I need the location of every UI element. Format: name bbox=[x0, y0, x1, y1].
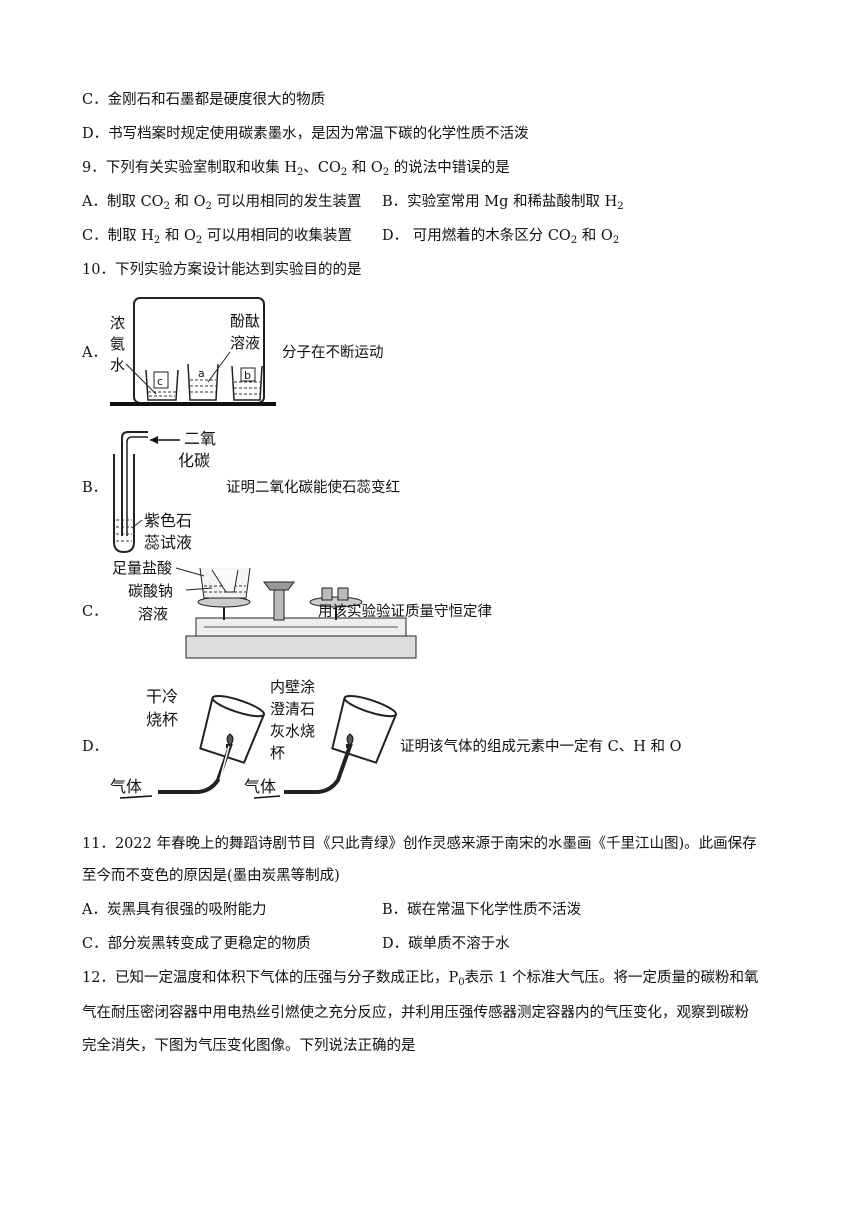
svg-text:足量盐酸: 足量盐酸 bbox=[112, 559, 172, 577]
q9-stem: 9．下列有关实验室制取和收集 H2、CO2 和 O2 的说法中错误的是 bbox=[82, 160, 510, 178]
q10-option-d-text: 证明该气体的组成元素中一定有 C、H 和 O bbox=[400, 739, 682, 755]
svg-text:化碳: 化碳 bbox=[178, 451, 210, 470]
svg-text:浓: 浓 bbox=[110, 314, 125, 332]
q11-stem-line1: 11．2022 年春晚上的舞蹈诗剧节目《只此青绿》创作灵感来源于南宋的水墨画《千… bbox=[82, 836, 757, 852]
q12-stem-line1: 12．已知一定温度和体积下气体的压强与分子数成正比，P0表示 1 个标准大气压。… bbox=[82, 970, 759, 988]
q8-option-c: C．金刚石和石墨都是硬度很大的物质 bbox=[82, 92, 326, 108]
q10-option-c-text: 用该实验验证质量守恒定律 bbox=[318, 604, 492, 620]
q9-option-d: D． 可用燃着的木条区分 CO2 和 O2 bbox=[382, 228, 620, 246]
q10-option-b-text: 证明二氧化碳能使石蕊变红 bbox=[226, 480, 400, 496]
svg-text:烧杯: 烧杯 bbox=[146, 710, 178, 729]
svg-text:a: a bbox=[198, 367, 205, 380]
q10-option-b-label: B． bbox=[82, 480, 108, 496]
svg-text:酚酞: 酚酞 bbox=[230, 312, 260, 330]
q12-stem-line3: 完全消失，下图为气压变化图像。下列说法正确的是 bbox=[82, 1038, 416, 1054]
svg-text:气体: 气体 bbox=[110, 777, 142, 796]
co2-litmus-diagram: 二氧 化碳 紫色石 蕊试液 bbox=[113, 429, 216, 554]
q10-option-a-label: A． bbox=[82, 345, 107, 361]
q12-stem-line2: 气在耐压密闭容器中用电热丝引燃使之充分反应，并利用压强传感器测定容器内的气压变化… bbox=[82, 1005, 749, 1021]
gas-combustion-diagram: 干冷 烧杯 气体 内壁涂 澄清石 灰水烧 杯 气体 bbox=[110, 678, 398, 799]
ammonia-diffusion-diagram: c a b 浓 氨 水 酚酞 溶液 bbox=[110, 297, 276, 406]
svg-text:澄清石: 澄清石 bbox=[270, 700, 315, 718]
svg-text:碳酸钠: 碳酸钠 bbox=[128, 582, 173, 600]
q9-option-a: A．制取 CO2 和 O2 可以用相同的发生装置 bbox=[82, 194, 362, 212]
q10-option-c-label: C． bbox=[82, 604, 108, 620]
svg-text:水: 水 bbox=[110, 356, 125, 374]
svg-text:二氧: 二氧 bbox=[184, 429, 216, 448]
svg-text:气体: 气体 bbox=[244, 777, 276, 796]
svg-text:干冷: 干冷 bbox=[146, 687, 178, 706]
q9-option-b: B．实验室常用 Mg 和稀盐酸制取 H2 bbox=[382, 194, 624, 212]
svg-text:杯: 杯 bbox=[270, 744, 285, 762]
q11-stem-line2: 至今而不变色的原因是(墨由炭黑等制成) bbox=[82, 868, 340, 884]
q10-option-a-text: 分子在不断运动 bbox=[282, 345, 384, 361]
svg-text:内壁涂: 内壁涂 bbox=[270, 678, 315, 696]
svg-text:b: b bbox=[244, 369, 251, 382]
balance-diagram: 足量盐酸 碳酸钠 溶液 bbox=[112, 559, 417, 659]
q11-option-c: C．部分炭黑转变成了更稳定的物质 bbox=[82, 936, 311, 952]
q10-stem: 10．下列实验方案设计能达到实验目的的是 bbox=[82, 262, 362, 278]
svg-text:c: c bbox=[157, 375, 163, 388]
q8-option-d: D．书写档案时规定使用碳素墨水，是因为常温下碳的化学性质不活泼 bbox=[82, 126, 529, 142]
q11-option-b: B．碳在常温下化学性质不活泼 bbox=[382, 902, 582, 918]
q9-option-c: C．制取 H2 和 O2 可以用相同的收集装置 bbox=[82, 228, 352, 246]
svg-text:灰水烧: 灰水烧 bbox=[270, 722, 315, 740]
svg-text:溶液: 溶液 bbox=[138, 605, 168, 623]
svg-text:氨: 氨 bbox=[110, 335, 125, 353]
q11-option-a: A．炭黑具有很强的吸附能力 bbox=[82, 902, 267, 918]
svg-text:溶液: 溶液 bbox=[230, 334, 260, 352]
q11-option-d: D．碳单质不溶于水 bbox=[382, 936, 510, 952]
svg-text:蕊试液: 蕊试液 bbox=[144, 533, 192, 552]
q10-option-d-label: D． bbox=[82, 739, 109, 755]
svg-text:紫色石: 紫色石 bbox=[144, 511, 192, 530]
